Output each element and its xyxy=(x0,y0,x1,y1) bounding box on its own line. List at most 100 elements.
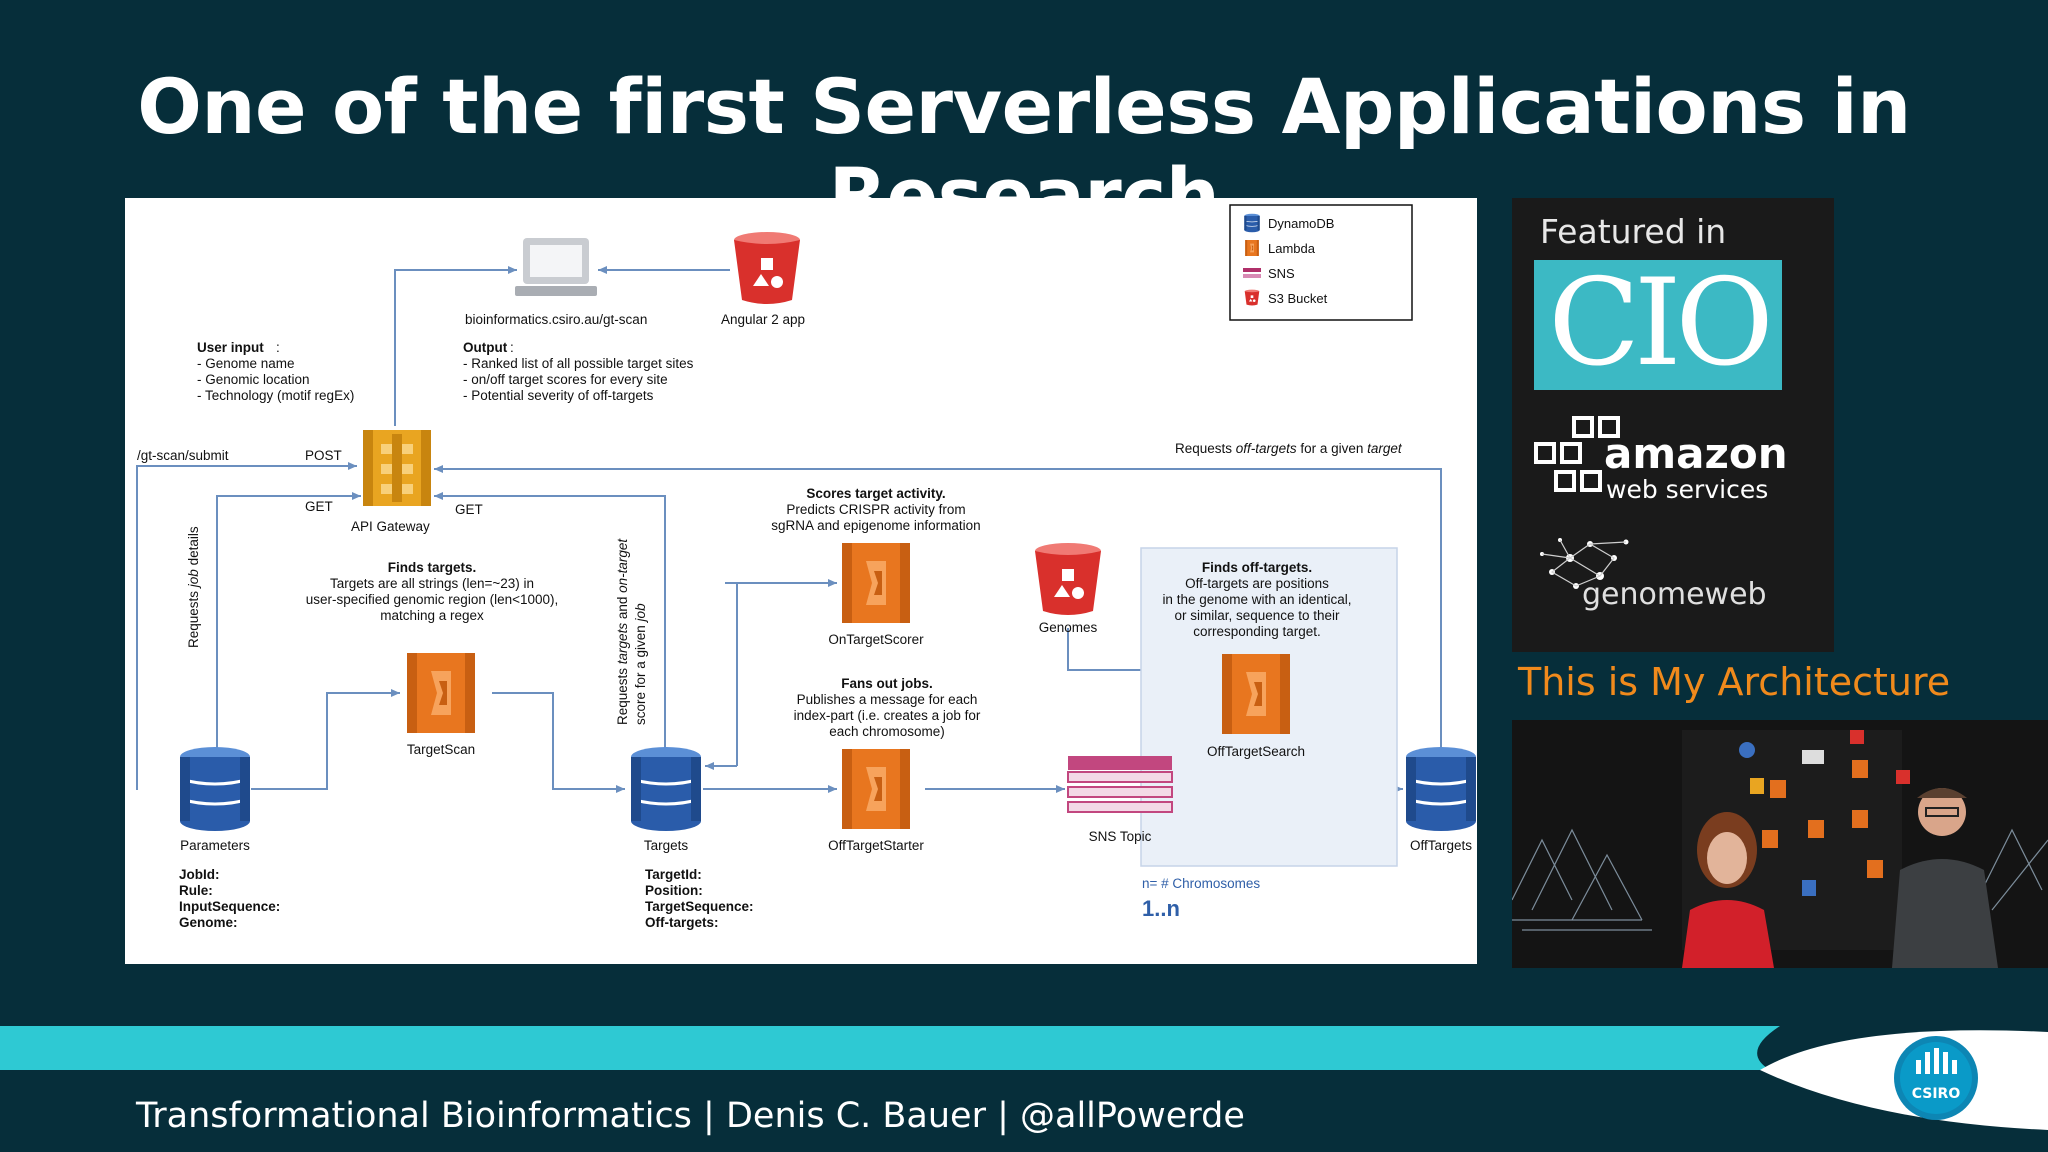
monitor-icon xyxy=(515,238,597,296)
offtargetstarter-lambda-icon xyxy=(842,749,910,829)
parameters-field: InputSequence: xyxy=(179,899,280,914)
angular-label: Angular 2 app xyxy=(721,312,805,327)
targetscan-label: TargetScan xyxy=(407,742,475,757)
targets-field: Off-targets: xyxy=(645,915,719,930)
user-input-title: User input xyxy=(197,340,264,355)
parameters-field: Rule: xyxy=(179,883,213,898)
requests-job-label: Requests job details xyxy=(186,526,201,648)
user-input-item: - Technology (motif regEx) xyxy=(197,388,354,403)
footer-text: Transformational Bioinformatics | Denis … xyxy=(136,1096,1245,1136)
legend-s3-icon xyxy=(1244,289,1260,306)
legend-sns-icon xyxy=(1243,268,1261,278)
targetscan-lambda-icon xyxy=(407,653,475,733)
requests-targets-label-1: Requests targets and on-target xyxy=(615,538,630,725)
slide-title: One of the first Serverless Applications… xyxy=(137,62,1911,240)
legend-lambda: Lambda xyxy=(1268,241,1316,256)
legend-dynamodb: DynamoDB xyxy=(1268,216,1334,231)
legend: DynamoDB Lambda SNS S3 Bucket xyxy=(1229,204,1413,321)
genomeweb-wordmark: genomeweb xyxy=(1582,577,1767,612)
parameters-field: JobId: xyxy=(179,867,220,882)
targets-field: Position: xyxy=(645,883,703,898)
genomes-s3-icon xyxy=(1035,543,1101,615)
legend-s3: S3 Bucket xyxy=(1268,291,1328,306)
featured-label: Featured in xyxy=(1540,212,1727,251)
output-item: - Ranked list of all possible target sit… xyxy=(463,356,694,371)
user-input-item: - Genomic location xyxy=(197,372,310,387)
fans-line: each chromosome) xyxy=(829,724,945,739)
sns-topic-label: SNS Topic xyxy=(1089,829,1152,844)
output-item: - Potential severity of off-targets xyxy=(463,388,654,403)
scores-line: Predicts CRISPR activity from xyxy=(786,502,965,517)
post-label: POST xyxy=(305,448,342,463)
genomeweb-logo: genomeweb xyxy=(1540,538,1767,612)
ontargetscorer-label: OnTargetScorer xyxy=(828,632,924,647)
parameters-fields: JobId: Rule: InputSequence: Genome: xyxy=(179,867,280,930)
offtargets-line: Off-targets are positions xyxy=(1185,576,1329,591)
cio-logo: CIO xyxy=(1534,260,1782,390)
parameters-field: Genome: xyxy=(179,915,238,930)
footer-band: CSIRO xyxy=(0,1025,2048,1152)
targets-label: Targets xyxy=(644,838,689,853)
offtargetsearch-label: OffTargetSearch xyxy=(1207,744,1305,759)
user-input-item: - Genome name xyxy=(197,356,295,371)
get-left-label: GET xyxy=(305,499,333,514)
targets-dynamodb-icon xyxy=(629,745,703,833)
range-label: 1..n xyxy=(1142,896,1180,921)
parameters-label: Parameters xyxy=(180,838,250,853)
offtargets-label: OffTargets xyxy=(1410,838,1472,853)
ontargetscorer-lambda-icon xyxy=(842,543,910,623)
parameters-dynamodb-icon xyxy=(178,745,252,833)
targets-field: TargetId: xyxy=(645,867,702,882)
offtargets-title: Finds off-targets. xyxy=(1202,560,1312,575)
chromosomes-label: n= # Chromosomes xyxy=(1142,876,1260,891)
featured-panel: Featured in CIO amazon web services geno… xyxy=(1512,198,1834,652)
offtargets-line: in the genome with an identical, xyxy=(1162,592,1351,607)
tima-heading: This is My Architecture xyxy=(1518,660,1951,704)
finds-targets-line: user-specified genomic region (len<1000)… xyxy=(306,592,559,607)
offtargets-note: Finds off-targets. Off-targets are posit… xyxy=(1162,560,1351,639)
scores-note: Scores target activity. Predicts CRISPR … xyxy=(771,486,980,533)
fans-note: Fans out jobs. Publishes a message for e… xyxy=(794,676,981,739)
fans-line: index-part (i.e. creates a job for xyxy=(794,708,981,723)
offtargets-dynamodb-icon xyxy=(1404,745,1478,833)
legend-lambda-icon xyxy=(1245,240,1259,256)
angular-s3-icon xyxy=(734,232,800,304)
offtargetsearch-lambda-icon xyxy=(1222,654,1290,734)
api-gateway-icon xyxy=(363,430,431,506)
genomes-label: Genomes xyxy=(1039,620,1098,635)
user-input-colon: : xyxy=(276,340,280,355)
fans-title: Fans out jobs. xyxy=(841,676,933,691)
architecture-diagram: DynamoDB Lambda SNS S3 Bucket xyxy=(125,198,1478,964)
fans-line: Publishes a message for each xyxy=(797,692,978,707)
legend-dynamodb-icon xyxy=(1243,213,1261,233)
sns-topic-icon xyxy=(1067,756,1173,813)
aws-logo: amazon web services xyxy=(1534,416,1788,504)
scores-line: sgRNA and epigenome information xyxy=(771,518,980,533)
csiro-logo: CSIRO xyxy=(1894,1036,1978,1120)
output-colon: : xyxy=(510,340,514,355)
targets-fields: TargetId: Position: TargetSequence: Off-… xyxy=(645,867,754,930)
finds-targets-title: Finds targets. xyxy=(388,560,477,575)
offtargets-line: corresponding target. xyxy=(1193,624,1321,639)
offtargets-line: or similar, sequence to their xyxy=(1174,608,1340,623)
output-title: Output xyxy=(463,340,508,355)
finds-targets-note: Finds targets. Targets are all strings (… xyxy=(306,560,559,623)
finds-targets-line: matching a regex xyxy=(380,608,484,623)
aws-tagline: web services xyxy=(1606,475,1768,504)
api-gateway-label: API Gateway xyxy=(351,519,430,534)
offtargetstarter-label: OffTargetStarter xyxy=(828,838,924,853)
architecture-photo xyxy=(1512,720,2048,968)
get-right-label: GET xyxy=(455,502,483,517)
website-label: bioinformatics.csiro.au/gt-scan xyxy=(465,312,647,327)
offtarget-request-label: Requests off-targets for a given target xyxy=(1175,441,1403,456)
requests-targets-label-2: score for a given job xyxy=(633,603,648,725)
cio-logo-text: CIO xyxy=(1548,254,1774,393)
csiro-wordmark: CSIRO xyxy=(1912,1086,1961,1102)
legend-sns: SNS xyxy=(1268,266,1295,281)
submit-path: /gt-scan/submit xyxy=(137,448,229,463)
targets-field: TargetSequence: xyxy=(645,899,754,914)
aws-wordmark: amazon xyxy=(1604,429,1788,478)
output-item: - on/off target scores for every site xyxy=(463,372,668,387)
finds-targets-line: Targets are all strings (len=~23) in xyxy=(330,576,534,591)
scores-title: Scores target activity. xyxy=(806,486,945,501)
